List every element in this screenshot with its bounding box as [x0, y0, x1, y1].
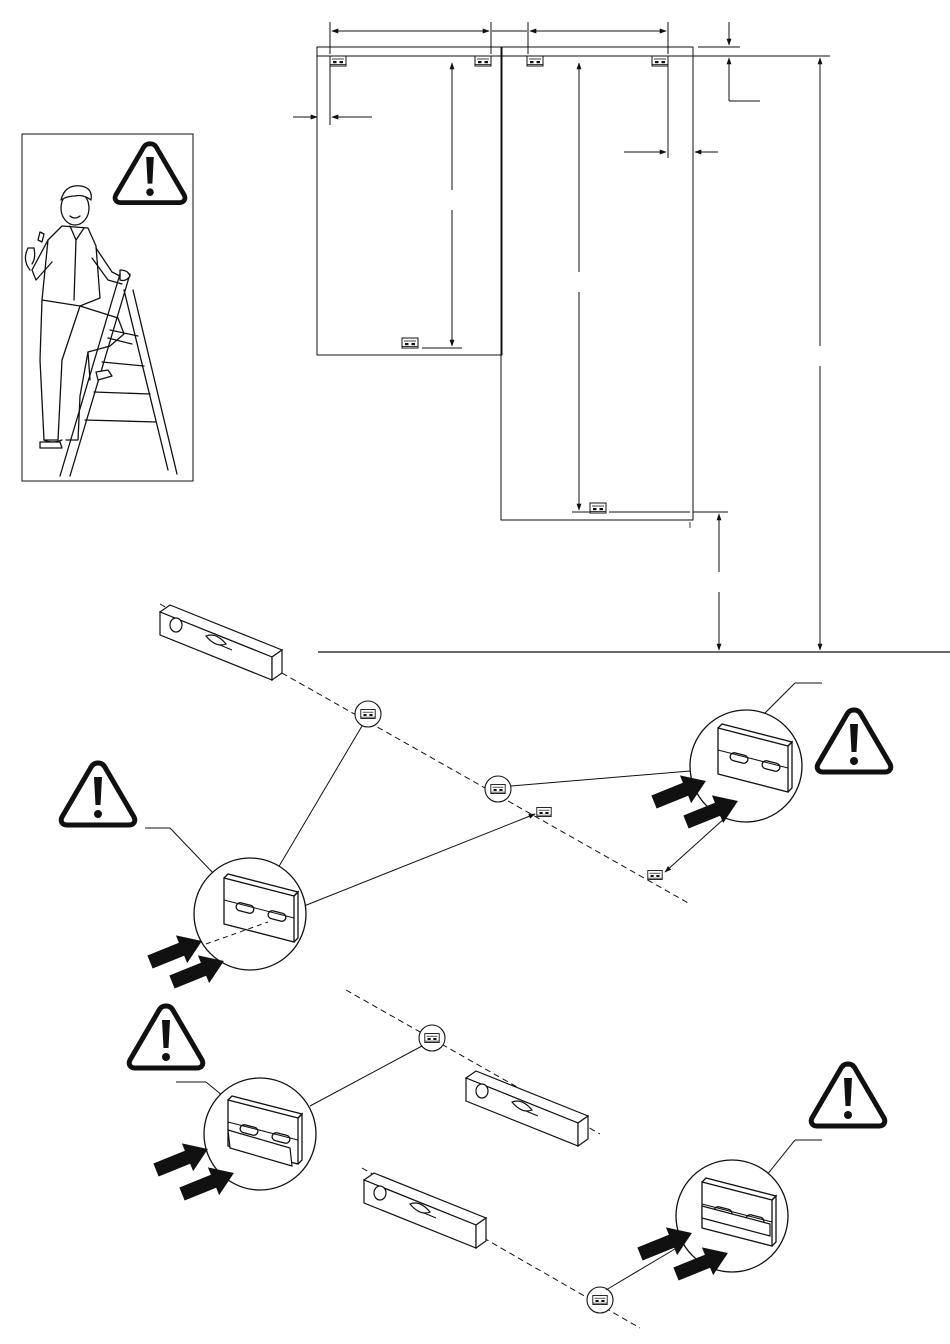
wall-bracket-icon: [593, 1296, 607, 1305]
wall-bracket-icon: [330, 56, 346, 66]
wall-bracket-icon: [652, 56, 668, 66]
bottom-level-section: [129, 990, 885, 1328]
wall-bracket-icon: [475, 56, 491, 66]
wall-bracket-icon: [527, 56, 543, 66]
level-line-section: [61, 604, 891, 996]
side-inset-dimension-left: [293, 62, 372, 125]
wall-bracket-icon: [648, 871, 662, 880]
small-bracket-callout-3: [419, 1025, 445, 1051]
wall-bracket-icon: [590, 503, 606, 513]
right-cabinet-height-dimension: [572, 63, 690, 512]
wall-bracket-icon: [537, 808, 551, 817]
top-width-dimension-left: [330, 22, 491, 54]
side-inset-dimension-right: [624, 62, 718, 158]
stepladder-safety-panel: [22, 134, 193, 481]
left-cabinet-height-dimension: [422, 63, 462, 348]
magnified-bracket-callout-left: [194, 858, 306, 970]
wall-bracket-icon: [491, 785, 505, 794]
warning-triangle-icon: [811, 1064, 885, 1126]
magnified-bracket-callout-bottom-right: [676, 1160, 788, 1272]
wall-bracket-icon: [402, 338, 418, 348]
top-width-dimension-right: [492, 22, 668, 54]
left-cabinet-outline: [317, 47, 502, 355]
floor-clearance-dimension: [693, 512, 728, 650]
cabinet-elevation: [293, 22, 950, 652]
wall-bracket-icon: [361, 710, 375, 719]
wall-bracket-icon: [425, 1034, 439, 1043]
small-bracket-callout-1: [355, 701, 381, 727]
elevation-brackets: [330, 56, 668, 513]
spirit-level-icon: [160, 605, 282, 680]
warning-triangle-icon: [129, 1006, 203, 1068]
right-cabinet-outline: [501, 47, 693, 520]
spirit-level-icon: [466, 1071, 588, 1146]
warning-triangle-icon: [61, 763, 135, 825]
small-bracket-callout-4: [587, 1287, 613, 1313]
magnified-bracket-callout-right: [690, 710, 802, 822]
small-bracket-callout-2: [485, 776, 511, 802]
warning-triangle-icon: [817, 710, 891, 772]
spirit-level-icon: [364, 1173, 486, 1248]
top-offset-dimension: [698, 22, 760, 101]
